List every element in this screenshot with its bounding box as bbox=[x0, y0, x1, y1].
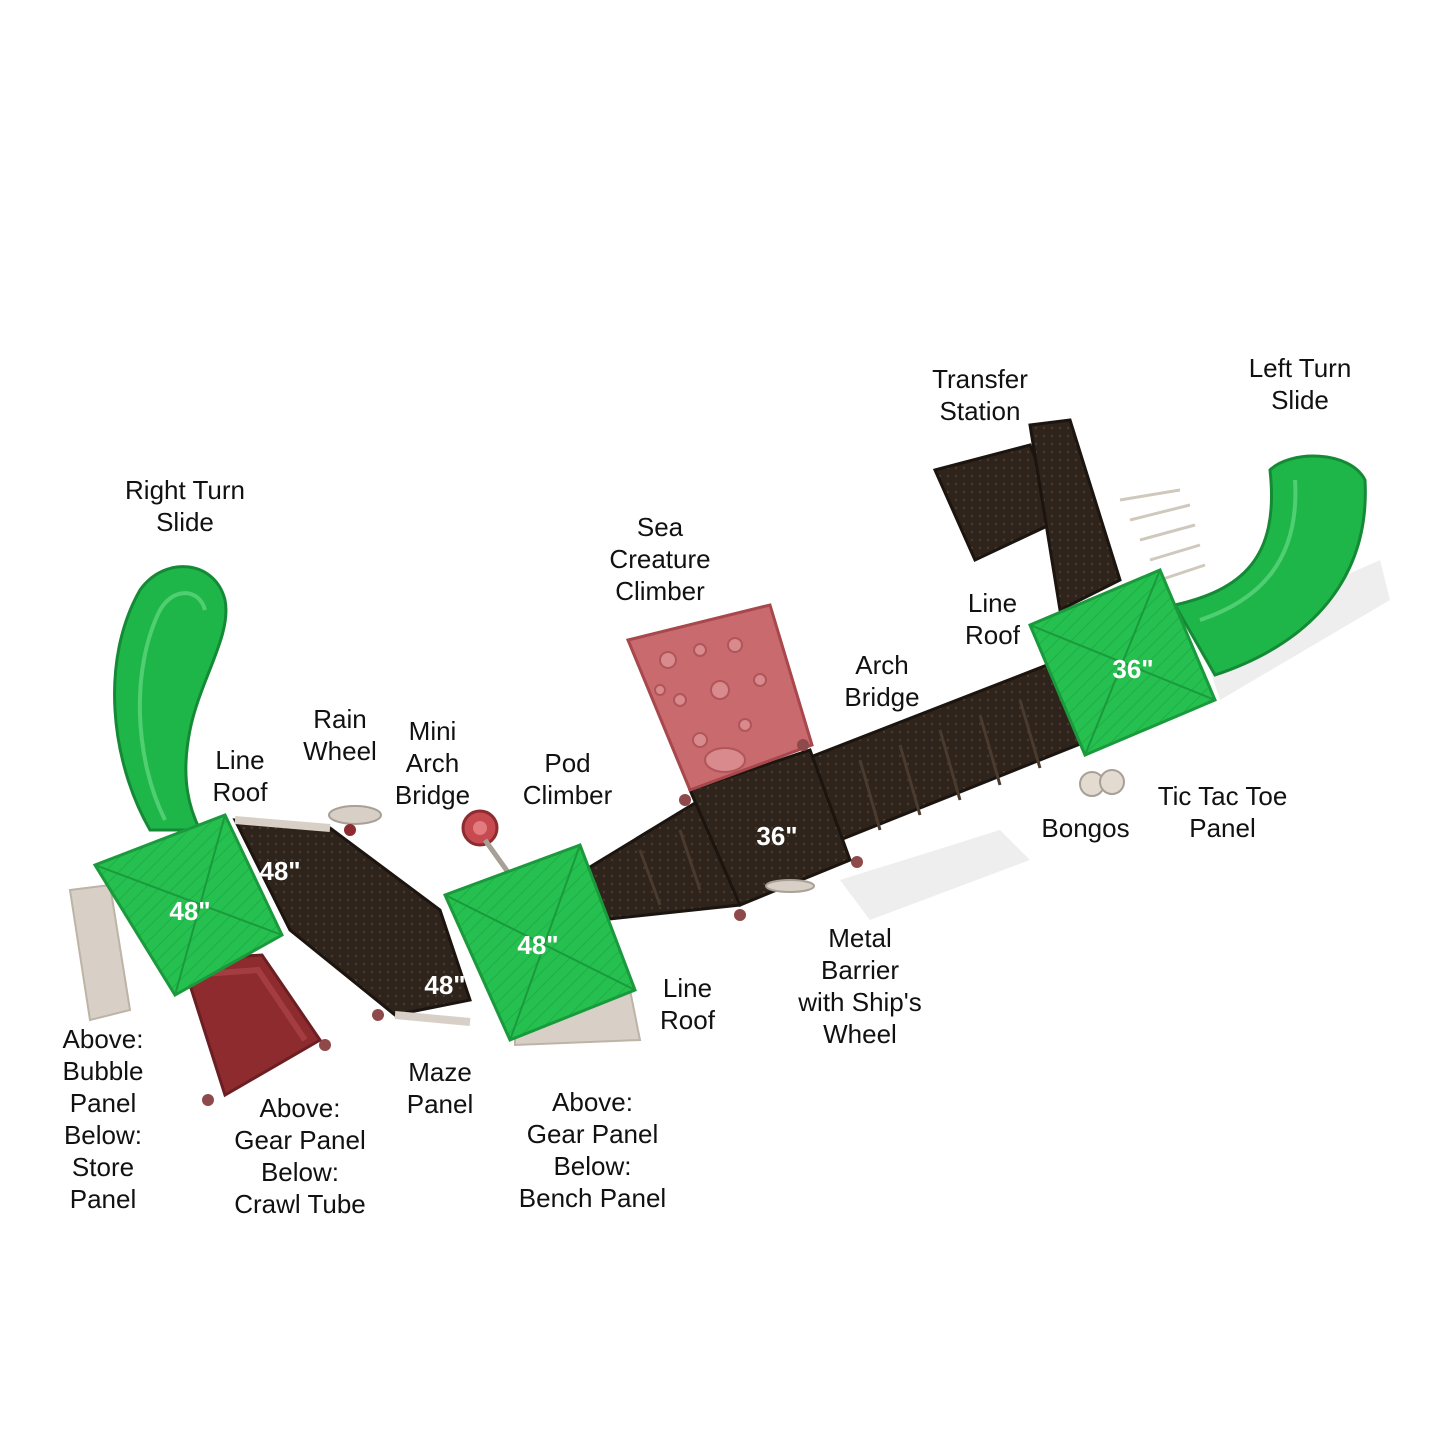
label-line-roof-right: Line Roof bbox=[965, 588, 1020, 650]
bongos bbox=[1079, 769, 1125, 797]
label-maze-panel: Maze Panel bbox=[406, 1057, 474, 1119]
deck-36-center bbox=[687, 748, 852, 907]
label-sea-creature-climber: Sea Creature Climber bbox=[609, 512, 711, 606]
post-caps bbox=[202, 739, 863, 1106]
height-deck-maze: 48" bbox=[424, 970, 466, 1000]
label-bongos: Bongos bbox=[1041, 813, 1130, 843]
height-deck-center: 36" bbox=[756, 821, 798, 851]
height-roof-mid: 48" bbox=[517, 930, 559, 960]
pod-climber bbox=[461, 809, 513, 877]
label-transfer-station: Transfer Station bbox=[932, 364, 1028, 426]
sea-creature-climber bbox=[625, 603, 814, 792]
label-line-roof-mid: Line Roof bbox=[660, 973, 715, 1035]
height-roof-right: 36" bbox=[1112, 654, 1154, 684]
right-turn-slide bbox=[113, 565, 228, 832]
label-left-turn-slide: Left Turn Slide bbox=[1248, 353, 1352, 415]
roof-48-mid bbox=[442, 843, 637, 1042]
bubble-store-panel bbox=[68, 883, 132, 1022]
label-above-bubble-below-store: Above: Bubble Panel Below: Store Panel bbox=[62, 1024, 144, 1214]
label-tic-tac-toe-panel: Tic Tac Toe Panel bbox=[1157, 781, 1288, 843]
label-rain-wheel: Rain Wheel bbox=[303, 704, 377, 766]
label-mini-arch-bridge: Mini Arch Bridge bbox=[394, 716, 471, 810]
label-metal-barrier: Metal Barrier with Ship's Wheel bbox=[798, 923, 922, 1049]
roof-48-left bbox=[92, 813, 284, 998]
left-turn-slide bbox=[1172, 454, 1367, 677]
label-above-gear-below-crawl: Above: Gear Panel Below: Crawl Tube bbox=[234, 1093, 366, 1219]
label-arch-bridge: Arch Bridge bbox=[844, 650, 920, 712]
rain-wheel bbox=[328, 805, 382, 836]
transfer-station bbox=[932, 418, 1206, 613]
label-pod-climber: Pod Climber bbox=[522, 748, 613, 810]
label-above-gear-below-bench: Above: Gear Panel Below: Bench Panel bbox=[518, 1087, 667, 1213]
height-roof-left: 48" bbox=[169, 896, 211, 926]
height-deck-left: 48" bbox=[259, 856, 301, 886]
label-right-turn-slide: Right Turn Slide bbox=[125, 475, 245, 537]
roof-36-right bbox=[1028, 568, 1217, 757]
deck-48-left bbox=[232, 816, 472, 1026]
label-line-roof-left: Line Roof bbox=[212, 745, 268, 807]
